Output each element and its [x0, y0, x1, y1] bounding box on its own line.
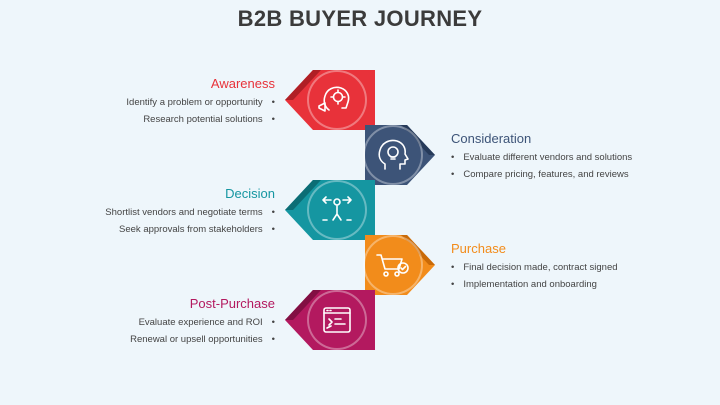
- shopping-cart-check-icon: [376, 254, 409, 277]
- browser-feedback-icon: [323, 307, 351, 333]
- purchase-bullets: Final decision made, contract signed Imp…: [451, 260, 618, 294]
- bullet-item: Identify a problem or opportunity: [126, 95, 275, 112]
- bullet-item: Evaluate experience and ROI: [130, 315, 275, 332]
- decision-chevron: [285, 180, 375, 240]
- stage-awareness-node: [285, 70, 435, 130]
- bullet-item: Shortlist vendors and negotiate terms: [105, 205, 275, 222]
- postpurchase-chevron: [285, 290, 375, 350]
- postpurchase-bullets: Evaluate experience and ROI Renewal or u…: [130, 315, 275, 348]
- consideration-chevron: [363, 125, 435, 185]
- bullet-item: Renewal or upsell opportunities: [130, 332, 275, 349]
- stage-title-decision: Decision: [225, 186, 275, 201]
- decision-bullets: Shortlist vendors and negotiate terms Se…: [105, 205, 275, 238]
- bullet-item: Compare pricing, features, and reviews: [451, 167, 632, 184]
- stage-title-purchase: Purchase: [451, 241, 506, 256]
- brain-gear-megaphone-icon: [318, 86, 350, 112]
- bullet-item: Research potential solutions: [126, 112, 275, 129]
- bullet-item: Implementation and onboarding: [451, 277, 618, 294]
- head-lightbulb-icon: [378, 139, 409, 170]
- stage-purchase-node: [355, 235, 505, 295]
- stage-postpurchase-node: [285, 290, 435, 350]
- decision-arrows-icon: [322, 196, 352, 221]
- stage-title-postpurchase: Post-Purchase: [189, 296, 275, 311]
- page-title: B2B BUYER JOURNEY: [237, 6, 483, 31]
- stage-consideration-node: [355, 125, 505, 185]
- stage-decision-node: [285, 180, 435, 240]
- purchase-chevron: [363, 235, 435, 295]
- bullet-item: Final decision made, contract signed: [451, 260, 617, 277]
- stage-title-awareness: Awareness: [210, 76, 275, 91]
- bullet-item: Seek approvals from stakeholders: [105, 222, 275, 239]
- awareness-bullets: Identify a problem or opportunity Resear…: [126, 95, 275, 128]
- awareness-chevron: [285, 70, 375, 130]
- bullet-item: Evaluate different vendors and solutions: [451, 150, 632, 167]
- stage-title-consideration: Consideration: [451, 131, 532, 146]
- consideration-bullets: Evaluate different vendors and solutions…: [451, 150, 632, 183]
